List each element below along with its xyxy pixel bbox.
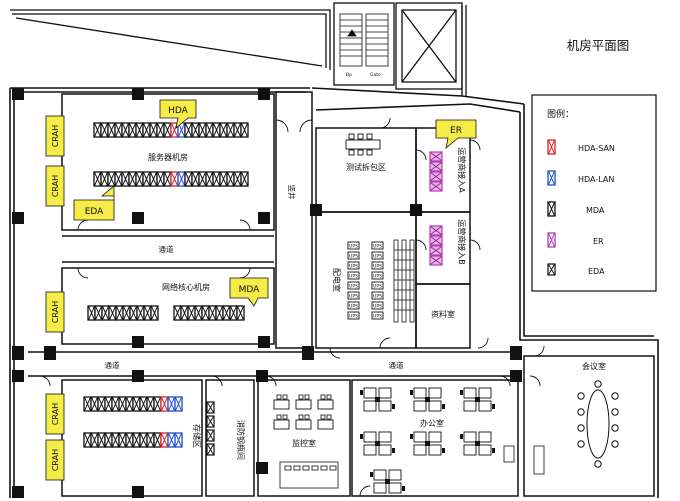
svg-text:CRAH: CRAH	[51, 403, 60, 425]
structural-columns	[12, 88, 522, 498]
room-distribution: 配电室	[332, 268, 342, 292]
battery-racks	[393, 239, 415, 323]
legend-item-eda: EDA	[588, 267, 605, 276]
svg-text:CRAH: CRAH	[51, 301, 60, 323]
room-carrier-a: 运营商接入A	[457, 147, 467, 193]
room-meeting: 会议室	[582, 361, 606, 371]
legend-item-er: ER	[593, 237, 604, 246]
stair-label-1: Bp	[346, 72, 352, 78]
crah-unit-2: CRAH	[45, 165, 65, 207]
lower-rack-row-2	[83, 432, 183, 448]
office-side-cabinet	[503, 445, 545, 475]
office-pods	[359, 387, 496, 494]
legend-item-hda-san: HDA-SAN	[578, 144, 615, 153]
mda-rack-row-1	[87, 305, 159, 321]
crah-unit-3: CRAH	[45, 291, 65, 333]
er-racks-b	[429, 225, 443, 266]
svg-text:ER: ER	[450, 126, 462, 136]
mda-callout: MDA	[229, 277, 269, 307]
svg-text:EDA: EDA	[85, 207, 104, 217]
storage-boxes	[206, 401, 215, 456]
plan-title: 机房平面图	[567, 38, 630, 53]
svg-text:HDA: HDA	[168, 106, 189, 116]
room-storage: 存储区	[192, 424, 202, 448]
svg-text:MDA: MDA	[239, 285, 261, 295]
room-gas-bottle: 消防钢瓶间	[236, 420, 246, 460]
server-rack-row-1	[93, 122, 249, 138]
room-server: 服务器机房	[148, 152, 188, 162]
mda-rack-row-2	[173, 305, 245, 321]
room-archive: 资料室	[431, 309, 455, 319]
eda-callout: EDA	[73, 185, 115, 221]
stair-icon	[339, 13, 389, 67]
interior-walls	[28, 91, 655, 497]
crah-unit-4: CRAH	[45, 393, 65, 435]
room-office: 办公室	[420, 418, 444, 428]
meeting-table	[577, 380, 619, 468]
legend-item-mda: MDA	[586, 206, 605, 215]
lower-rack-row-1	[83, 396, 183, 412]
corridor-label-3: 通道	[389, 360, 404, 370]
svg-text:CRAH: CRAH	[51, 449, 60, 471]
svg-text:CRAH: CRAH	[51, 125, 60, 147]
room-vertical-shaft: 竖井	[287, 185, 297, 200]
corridor-label-1: 通道	[159, 244, 174, 254]
room-network-core: 网络核心机房	[162, 282, 210, 292]
room-test-unpack: 测试拆包区	[346, 162, 386, 172]
ups-cabinets	[347, 241, 384, 321]
crah-unit-1: CRAH	[45, 115, 65, 157]
hda-callout: HDA	[159, 99, 197, 130]
legend: 图例： HDA-SAN HDA-LAN MDA ER EDA	[531, 94, 657, 292]
monitoring-desks	[273, 394, 334, 430]
svg-text:CRAH: CRAH	[51, 175, 60, 197]
server-rack-row-2	[93, 171, 249, 187]
er-callout: ER	[435, 119, 477, 150]
room-carrier-b: 运营商接入B	[457, 219, 467, 265]
er-racks-a	[429, 151, 443, 192]
door-arcs	[39, 117, 545, 497]
corridor-label-2: 通道	[105, 360, 120, 370]
stair-label-2: Gate	[370, 72, 381, 78]
legend-item-hda-lan: HDA-LAN	[578, 175, 614, 184]
monitor-console	[279, 461, 339, 489]
top-structure	[10, 2, 467, 96]
crah-unit-5: CRAH	[45, 439, 65, 481]
test-bench	[345, 133, 381, 156]
legend-heading: 图例：	[547, 108, 574, 120]
room-monitoring: 监控室	[292, 438, 316, 448]
